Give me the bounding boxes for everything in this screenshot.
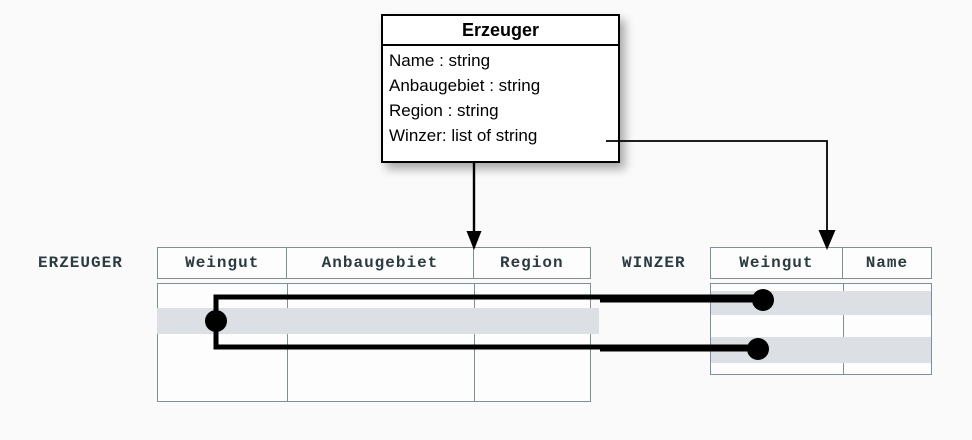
uml-class-box-erzeuger[interactable]: Erzeuger Name : string Anbaugebiet : str… <box>381 14 620 163</box>
uml-attribute-anbaugebiet: Anbaugebiet : string <box>389 76 541 95</box>
table-row[interactable] <box>157 308 599 334</box>
table-header-erzeuger: Weingut Anbaugebiet Region <box>157 247 591 279</box>
uml-attribute-region: Region : string <box>389 101 499 120</box>
column-header-weingut[interactable]: Weingut <box>158 248 288 278</box>
erzeuger-mapping-arrow-icon <box>466 163 482 250</box>
uml-class-name: Erzeuger <box>383 16 618 46</box>
table-header-winzer: Weingut Name <box>710 247 932 279</box>
column-divider <box>287 284 288 401</box>
uml-attribute-list: Name : string Anbaugebiet : string Regio… <box>383 46 618 148</box>
column-divider <box>843 284 844 374</box>
column-header-weingut[interactable]: Weingut <box>711 248 843 278</box>
table-body-erzeuger <box>157 283 591 402</box>
winzer-mapping-arrow-icon <box>606 140 836 250</box>
table-label-erzeuger: ERZEUGER <box>38 254 123 272</box>
column-divider <box>474 284 475 401</box>
table-row[interactable] <box>711 337 931 363</box>
column-header-name[interactable]: Name <box>865 254 909 272</box>
uml-attribute-winzer: Winzer: list of string <box>389 126 538 145</box>
column-header-region[interactable]: Region <box>499 254 564 272</box>
uml-attribute-name: Name : string <box>389 51 491 70</box>
column-header-anbaugebiet[interactable]: Anbaugebiet <box>287 248 474 278</box>
table-label-winzer: WINZER <box>622 254 686 272</box>
table-row[interactable] <box>711 291 931 315</box>
